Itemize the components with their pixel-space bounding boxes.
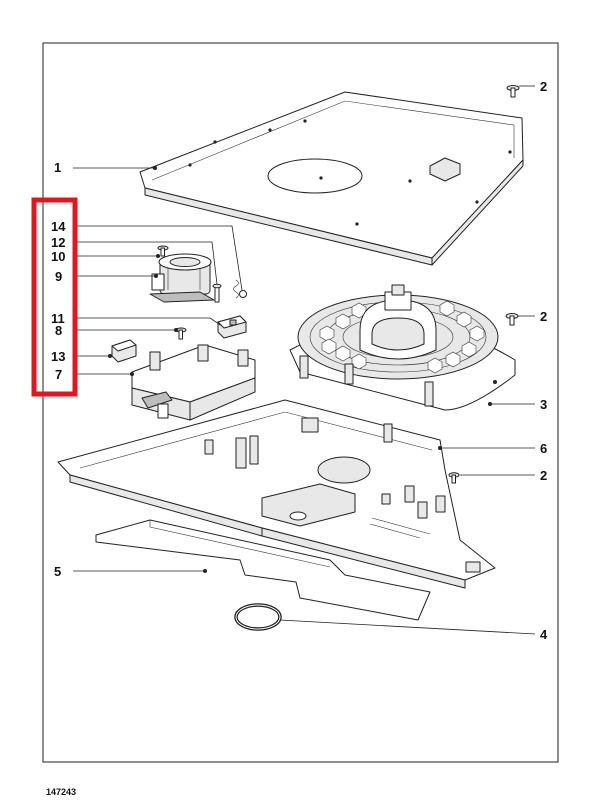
callout-10: 10 [51, 249, 65, 264]
callout-7: 7 [55, 367, 62, 382]
part-2-screw-top [506, 85, 520, 98]
part-5-sheet [95, 519, 431, 621]
callout-12: 12 [51, 235, 65, 250]
callout-13: 13 [51, 349, 65, 364]
part-2-screw-lower [448, 472, 460, 484]
callout-4: 4 [540, 627, 548, 642]
part-11-switch [217, 315, 247, 339]
highlight-box [31, 197, 78, 397]
callout-labels: 1 2 2 2 3 4 5 6 7 8 9 10 11 12 13 14 [51, 79, 548, 642]
part-4-gasket-ring [234, 603, 282, 631]
part-2-screw-middle [505, 313, 519, 326]
part-10-screw [157, 245, 169, 257]
part-12-screw [212, 283, 222, 303]
part-9-motor [149, 253, 215, 303]
callout-2c: 2 [540, 468, 547, 483]
callout-11: 11 [51, 311, 65, 326]
callout-14: 14 [51, 219, 66, 234]
part-14-spring [233, 279, 247, 299]
callout-6: 6 [540, 441, 547, 456]
part-13-clip [111, 339, 137, 363]
part-6-base-tray [57, 399, 496, 589]
callout-3: 3 [540, 397, 547, 412]
reference-number: 147243 [46, 787, 76, 797]
callout-9: 9 [55, 269, 62, 284]
part-1-top-plate [139, 91, 524, 266]
part-3-fan-wheel [289, 284, 516, 411]
callout-2a: 2 [540, 79, 547, 94]
callout-2b: 2 [540, 309, 547, 324]
diagram-frame [42, 42, 559, 763]
part-8-screw [175, 327, 187, 340]
leader-lines [73, 85, 536, 635]
callout-5: 5 [54, 564, 61, 579]
callout-1: 1 [54, 160, 61, 175]
callout-8: 8 [55, 323, 62, 338]
part-7-bracket [131, 344, 256, 421]
